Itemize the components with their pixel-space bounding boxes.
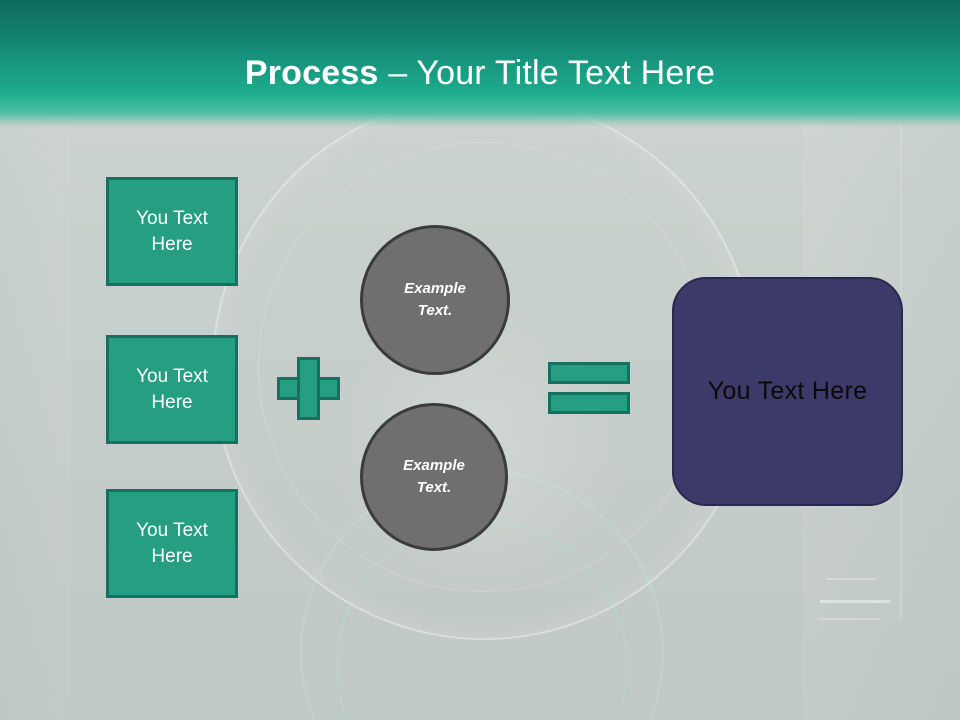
background-left-panel <box>0 110 70 720</box>
input-box-2-line2: Here <box>151 391 193 413</box>
input-box-3[interactable]: You Text Here <box>106 489 238 598</box>
process-circle-1-line1: Example <box>404 280 466 297</box>
plus-icon-center-fill <box>300 380 317 397</box>
input-box-3-line2: Here <box>151 545 193 567</box>
process-circle-1[interactable]: Example Text. <box>360 225 510 375</box>
process-circle-1-line2: Text. <box>417 302 453 319</box>
input-box-1-line1: You Text <box>136 207 208 229</box>
process-circle-2[interactable]: Example Text. <box>360 403 508 551</box>
result-card-label: You Text Here <box>707 377 868 405</box>
process-circle-2-line2: Text. <box>416 479 452 496</box>
input-box-2[interactable]: You Text Here <box>106 335 238 444</box>
page-title: Process – Your Title Text Here <box>0 52 960 94</box>
background-highlight-streak-3 <box>818 618 880 620</box>
page-title-rest: – Your Title Text Here <box>378 54 716 92</box>
background-highlight-streak-1 <box>820 600 890 603</box>
equals-icon-bottom-bar <box>548 392 630 414</box>
equals-icon-top-bar <box>548 362 630 384</box>
input-box-1-line2: Here <box>151 233 193 255</box>
page-title-bold: Process <box>244 54 379 92</box>
equals-icon <box>548 362 630 414</box>
header-banner <box>0 0 960 128</box>
background-highlight-streak-2 <box>826 578 876 580</box>
input-box-2-line1: You Text <box>136 365 208 387</box>
result-card[interactable]: You Text Here <box>672 277 903 506</box>
input-box-1[interactable]: You Text Here <box>106 177 238 286</box>
plus-icon <box>277 357 340 420</box>
process-circle-2-line1: Example <box>403 457 465 474</box>
input-box-3-line1: You Text <box>136 519 208 541</box>
